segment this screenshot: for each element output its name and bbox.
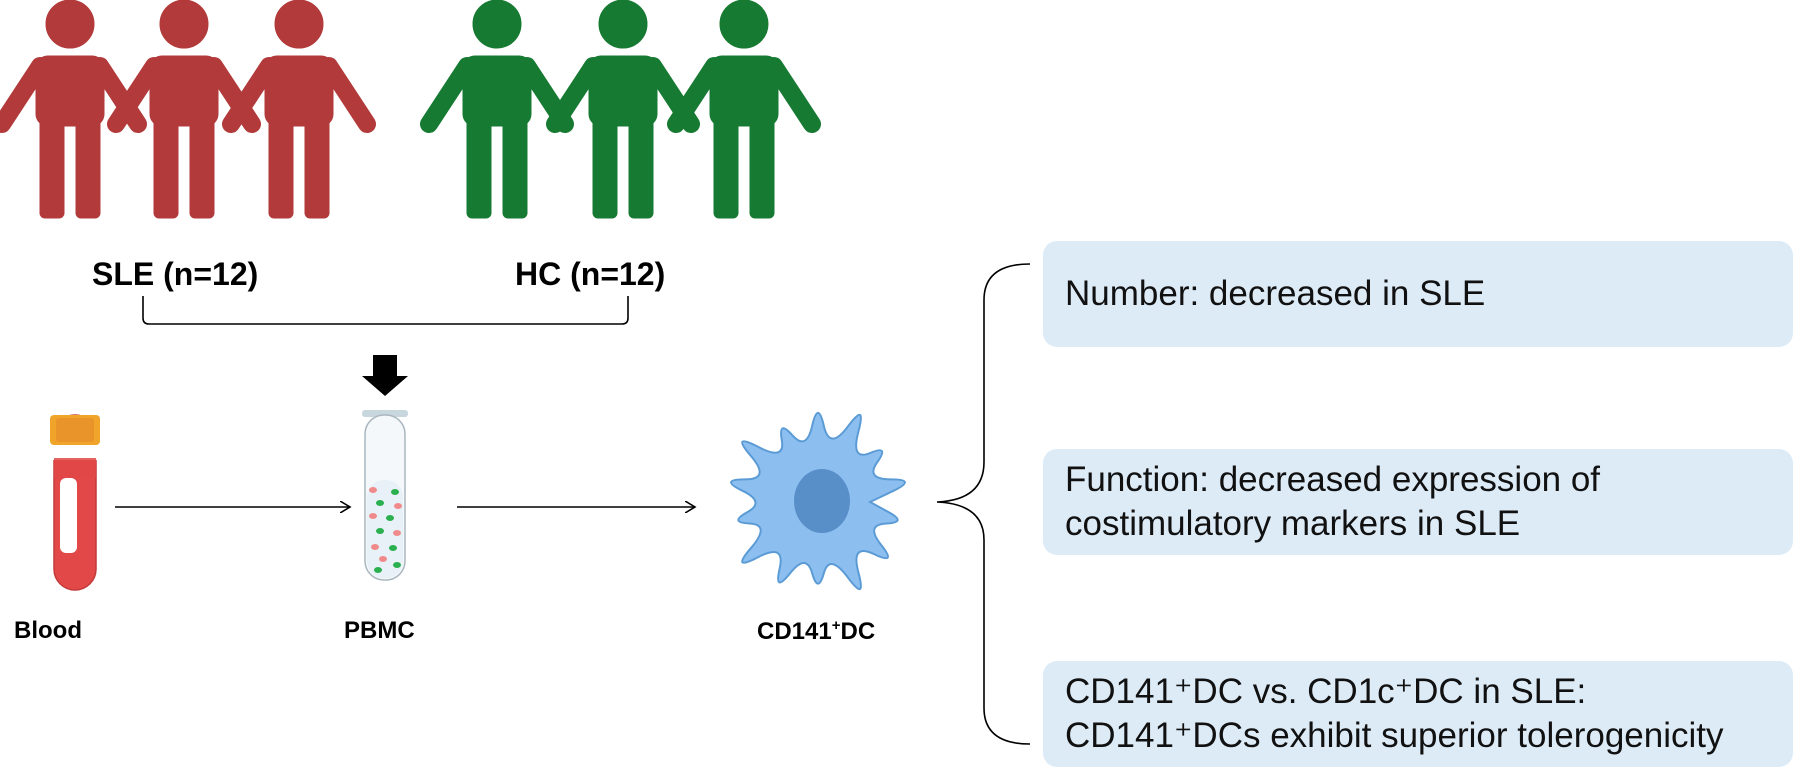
green-cell-dot bbox=[376, 500, 384, 506]
sle-group-icon bbox=[2, 0, 367, 218]
brace-icon bbox=[936, 263, 1031, 745]
dc-label-superscript: + bbox=[831, 617, 841, 634]
hc-group-label: HC (n=12) bbox=[515, 256, 666, 292]
red-cell-dot bbox=[393, 530, 401, 536]
blood-tube-icon bbox=[50, 414, 100, 591]
group-bracket bbox=[142, 296, 629, 325]
green-cell-dot bbox=[389, 545, 397, 551]
red-cell-dot bbox=[369, 513, 377, 519]
green-cell-dot bbox=[376, 528, 384, 534]
dendritic-cell-icon bbox=[730, 411, 906, 591]
dc-label-main: CD141 bbox=[757, 618, 832, 645]
blood-label: Blood bbox=[14, 617, 82, 644]
person-icon bbox=[555, 0, 691, 218]
finding-comparison-text: CD141⁺DC vs. CD1c⁺DC in SLE: CD141⁺DCs e… bbox=[1065, 672, 1724, 755]
red-cell-dot bbox=[371, 544, 379, 550]
red-cell-dot bbox=[379, 556, 387, 562]
pbmc-tube-icon bbox=[362, 410, 408, 581]
pbmc-label: PBMC bbox=[344, 617, 415, 644]
down-arrow-icon bbox=[362, 355, 408, 396]
green-cell-dot bbox=[391, 489, 399, 495]
red-cell-dot bbox=[394, 503, 402, 509]
dc-label: CD141+DC bbox=[757, 617, 875, 646]
finding-comparison: CD141⁺DC vs. CD1c⁺DC in SLE: CD141⁺DCs e… bbox=[1043, 661, 1793, 767]
finding-function: Function: decreased expression of costim… bbox=[1043, 449, 1793, 555]
finding-number-text: Number: decreased in SLE bbox=[1065, 274, 1486, 313]
green-cell-dot bbox=[374, 567, 382, 573]
sle-group-label: SLE (n=12) bbox=[92, 256, 259, 292]
person-icon bbox=[429, 0, 565, 218]
green-cell-dot bbox=[393, 562, 401, 568]
finding-function-text: Function: decreased expression of costim… bbox=[1065, 460, 1601, 543]
person-icon bbox=[676, 0, 812, 218]
red-cell-dot bbox=[369, 487, 377, 493]
person-icon bbox=[231, 0, 367, 218]
hc-group-icon bbox=[429, 0, 812, 218]
dc-label-tail: DC bbox=[840, 618, 876, 645]
finding-number: Number: decreased in SLE bbox=[1043, 241, 1793, 347]
green-cell-dot bbox=[386, 515, 394, 521]
